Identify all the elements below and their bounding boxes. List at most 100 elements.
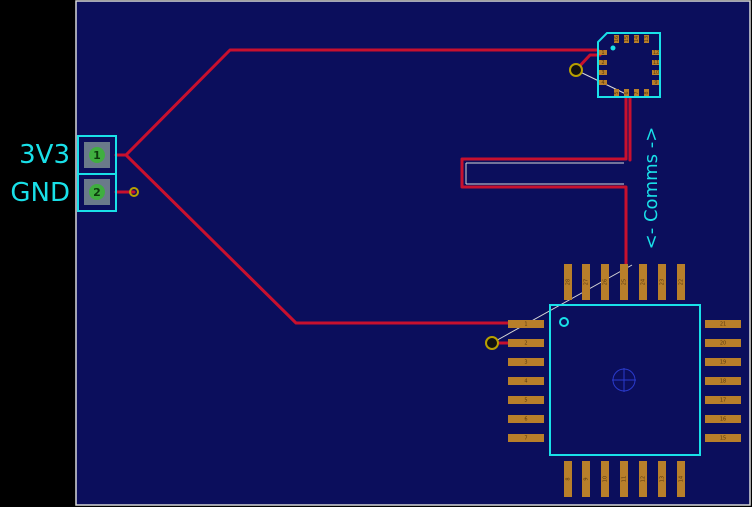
main-ic-pad-13-label: 13 [660, 476, 666, 482]
main-ic-pad-14-label: 14 [679, 476, 685, 482]
connector-j1[interactable]: 1 2 [77, 135, 117, 212]
main-ic-pad-12-label: 12 [641, 476, 647, 482]
main-ic-pad-28[interactable] [564, 264, 572, 300]
small-ic-pad-6[interactable] [624, 89, 629, 97]
main-ic-pad-17[interactable] [705, 396, 741, 404]
small-ic-pad-3[interactable] [599, 70, 607, 75]
net-label-3v3: 3V3 [19, 140, 70, 170]
main-ic-pad-25[interactable] [620, 264, 628, 300]
main-ic-pad-18-label: 18 [720, 379, 726, 385]
connector-pin-1-label: 1 [93, 149, 101, 162]
main-ic-pad-6[interactable] [508, 415, 544, 423]
via-main-ic[interactable] [485, 336, 499, 350]
main-ic-pad-3[interactable] [508, 358, 544, 366]
main-ic-pad-23[interactable] [658, 264, 666, 300]
main-ic-pad-15[interactable] [705, 434, 741, 442]
small-ic-pad-14-label: 14 [634, 36, 640, 42]
small-ic-pad-13[interactable] [644, 35, 649, 43]
connector-pin-2-label: 2 [93, 186, 101, 199]
small-ic-pad-14[interactable] [634, 35, 639, 43]
small-ic-pad-8[interactable] [644, 89, 649, 97]
small-ic-pad-3-label: 3 [601, 70, 604, 76]
main-ic-pad-23-label: 23 [660, 279, 666, 285]
small-ic-pad-10[interactable] [652, 70, 660, 75]
main-ic-pad-5[interactable] [508, 396, 544, 404]
main-ic-pad-13[interactable] [658, 461, 666, 497]
vias[interactable] [129, 63, 583, 350]
main-ic-pad-22-label: 22 [679, 279, 685, 285]
main-ic-outline [549, 304, 701, 456]
main-ic-pad-10-label: 10 [603, 476, 609, 482]
trace-3v3-to-main-ic[interactable] [124, 153, 510, 325]
via-small-ic[interactable] [569, 63, 583, 77]
main-ic-origin-crosshair [612, 368, 636, 392]
main-ic-pad-24-label: 24 [641, 279, 647, 285]
main-ic-pad-11[interactable] [620, 461, 628, 497]
main-ic-pad-3-label: 3 [524, 360, 527, 366]
main-ic-pad-7[interactable] [508, 434, 544, 442]
main-ic-pad-25-label: 25 [622, 279, 628, 285]
small-ic-pad-9[interactable] [652, 80, 660, 85]
connector-pad-2-drill[interactable] [89, 184, 105, 200]
main-ic-pad-1[interactable] [508, 320, 544, 328]
main-ic-pad-21[interactable] [705, 320, 741, 328]
small-ic-pad-5[interactable] [614, 89, 619, 97]
small-ic-pad-1[interactable] [599, 50, 607, 55]
main-ic-pad-27-label: 27 [584, 279, 590, 285]
small-ic-pad-12[interactable] [652, 50, 660, 55]
small-ic-pad-15-label: 15 [624, 36, 630, 42]
trace-3v3-to-small-ic[interactable] [114, 48, 600, 157]
main-ic-pad-18[interactable] [705, 377, 741, 385]
main-ic-pad-4-label: 4 [524, 379, 527, 385]
small-ic-pad-11-label: 11 [653, 60, 659, 66]
main-ic-pad-19[interactable] [705, 358, 741, 366]
main-ic-pad-4[interactable] [508, 377, 544, 385]
main-ic-pad-26-label: 26 [603, 279, 609, 285]
small-ic-pad-4-label: 4 [601, 80, 604, 86]
main-ic-pad-14[interactable] [677, 461, 685, 497]
small-ic-pad-7[interactable] [634, 89, 639, 97]
main-ic-pad-8[interactable] [564, 461, 572, 497]
main-ic-pad-6-label: 6 [524, 417, 527, 423]
small-ic-pad-2-label: 2 [601, 60, 604, 66]
small-ic-outline [597, 32, 661, 98]
main-ic-pad-24[interactable] [639, 264, 647, 300]
small-ic-pad-16[interactable] [614, 35, 619, 43]
main-ic-pad-26[interactable] [601, 264, 609, 300]
net-label-gnd: GND [10, 178, 70, 208]
small-ic-pad-2[interactable] [599, 60, 607, 65]
small-ic-pad-6-label: 6 [624, 91, 630, 94]
main-ic-pad-20[interactable] [705, 339, 741, 347]
small-ic-pad-11[interactable] [652, 60, 660, 65]
small-ic-pad-9-label: 9 [654, 80, 657, 86]
small-ic-pad-7-label: 7 [634, 91, 640, 94]
small-ic-pin1-dot [610, 45, 616, 51]
main-ic-pad-9-label: 9 [584, 477, 590, 480]
main-ic-pad-5-label: 5 [524, 398, 527, 404]
small-ic-pad-13-label: 13 [644, 36, 650, 42]
main-ic-pad-16-label: 16 [720, 417, 726, 423]
trace-comms-upper[interactable] [460, 96, 628, 267]
pcb-board[interactable] [75, 0, 751, 506]
main-ic-pad-22[interactable] [677, 264, 685, 300]
main-ic-pad-2[interactable] [508, 339, 544, 347]
small-ic-pad-15[interactable] [624, 35, 629, 43]
main-ic-pad-11-label: 11 [622, 476, 628, 482]
main-ic-pad-10[interactable] [601, 461, 609, 497]
copper-traces[interactable] [114, 48, 632, 345]
main-ic-pad-27[interactable] [582, 264, 590, 300]
main-ic-pad-8-label: 8 [566, 477, 572, 480]
connector-pad-1-drill[interactable] [89, 147, 105, 163]
silk-label-comms: <- Comms -> [641, 127, 662, 250]
main-ic-pad-9[interactable] [582, 461, 590, 497]
via-gnd-connector[interactable] [129, 187, 139, 197]
small-ic-pad-4[interactable] [599, 80, 607, 85]
main-ic-pad-12[interactable] [639, 461, 647, 497]
main-ic-pad-16[interactable] [705, 415, 741, 423]
main-ic-pad-15-label: 15 [720, 436, 726, 442]
